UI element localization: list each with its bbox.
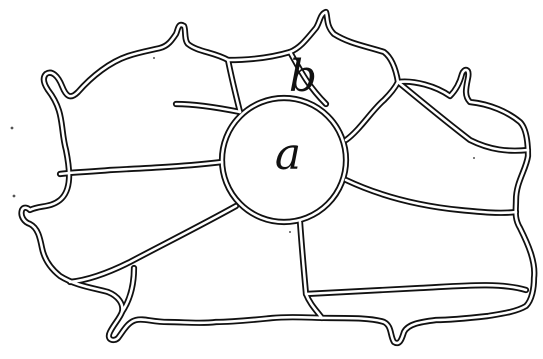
speck-dot bbox=[13, 195, 16, 198]
speck-dot bbox=[153, 57, 155, 59]
speck-dot bbox=[289, 231, 291, 233]
label-a: a bbox=[275, 129, 301, 180]
speck-dot bbox=[473, 157, 475, 159]
label-b: b bbox=[289, 51, 317, 102]
wall-segment bbox=[70, 206, 236, 282]
speck-dot bbox=[11, 127, 14, 130]
wall-segment bbox=[346, 180, 516, 213]
